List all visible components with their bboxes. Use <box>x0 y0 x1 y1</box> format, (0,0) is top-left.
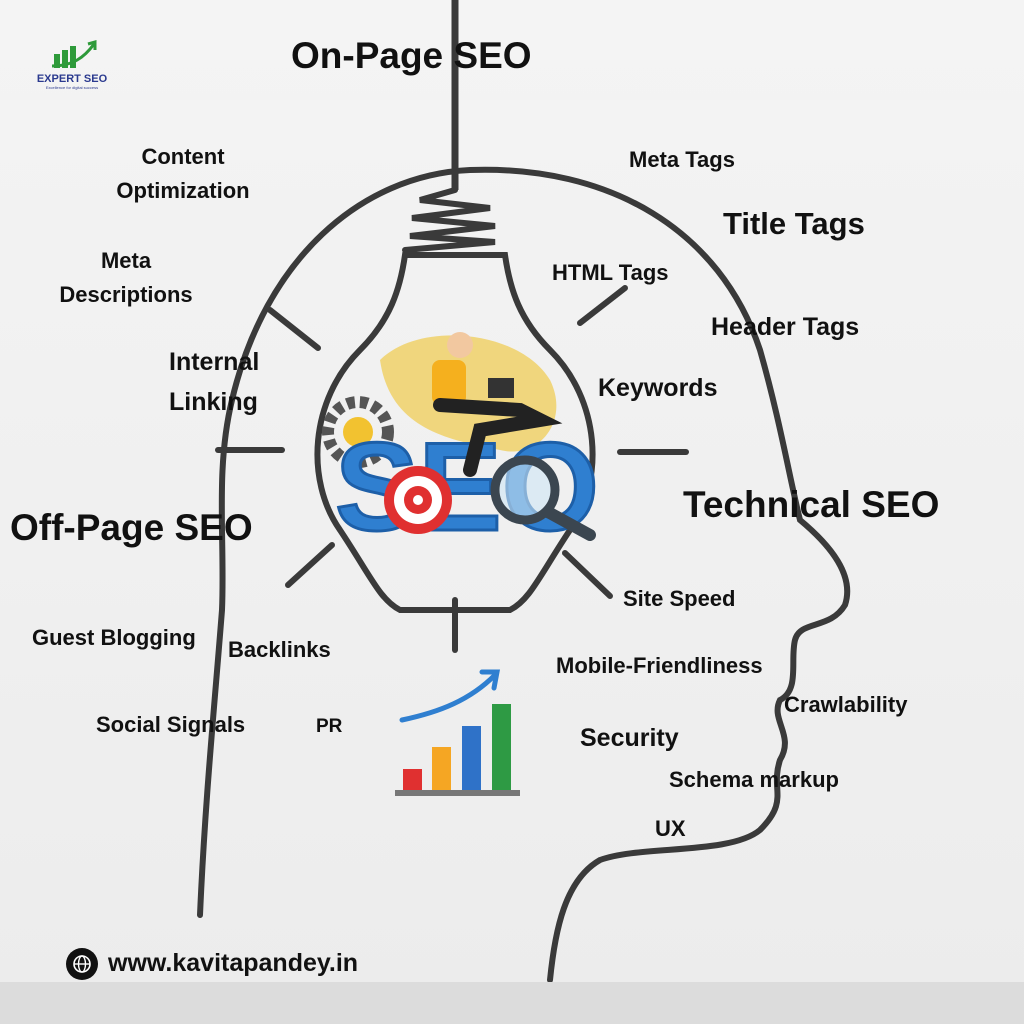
item-internal-linking: Internal Linking <box>169 348 259 417</box>
heading-on-page-seo: On-Page SEO <box>291 35 532 76</box>
target-icon <box>384 466 452 534</box>
website-link[interactable]: www.kavitapandey.in <box>66 948 358 980</box>
item-guest-blogging: Guest Blogging <box>32 625 196 650</box>
label-line: Linking <box>169 387 258 416</box>
label-line: Meta <box>100 248 152 273</box>
label-line: Optimization <box>116 177 250 203</box>
item-header-tags: Header Tags <box>711 313 860 341</box>
expert-seo-logo: EXPERT SEO Excellence for digital succes… <box>30 40 114 90</box>
growth-bar-chart-icon <box>395 669 520 796</box>
footer-band <box>0 982 1024 1024</box>
item-mobile-friendliness: Mobile-Friendliness <box>556 653 763 678</box>
magnifier-icon <box>490 455 596 541</box>
label-line: Internal <box>169 348 260 376</box>
item-crawlability: Crawlability <box>784 692 908 717</box>
item-security: Security <box>580 724 679 752</box>
item-title-tags: Title Tags <box>723 206 865 241</box>
logo-name: EXPERT SEO <box>36 73 108 85</box>
person-with-laptop <box>432 332 563 477</box>
item-backlinks: Backlinks <box>228 637 331 662</box>
item-ux: UX <box>655 816 686 841</box>
bulb-coil <box>402 187 496 253</box>
item-pr: PR <box>316 716 343 737</box>
heading-technical-seo: Technical SEO <box>683 484 940 525</box>
head-outline <box>197 166 851 983</box>
item-social-signals: Social Signals <box>96 712 246 737</box>
logo-tagline: Excellence for digital success <box>45 85 99 90</box>
item-meta-descriptions: Meta Descriptions <box>36 248 216 308</box>
item-site-speed: Site Speed <box>623 586 736 611</box>
item-keywords: Keywords <box>598 374 718 402</box>
bulb-outline <box>314 252 596 613</box>
label-line: Content <box>141 144 225 169</box>
heading-off-page-seo: Off-Page SEO <box>10 507 253 548</box>
item-content-optimization: Content Optimization <box>103 144 263 204</box>
bulb-rays <box>215 285 689 653</box>
logo-growth-icon <box>51 40 97 68</box>
item-meta-tags: Meta Tags <box>629 147 735 172</box>
globe-icon <box>66 948 98 980</box>
item-schema-markup: Schema markup <box>669 767 839 792</box>
item-html-tags: HTML Tags <box>552 260 669 285</box>
label-line: Descriptions <box>59 281 193 307</box>
gear-icon <box>322 396 394 468</box>
website-url[interactable]: www.kavitapandey.in <box>108 949 359 978</box>
